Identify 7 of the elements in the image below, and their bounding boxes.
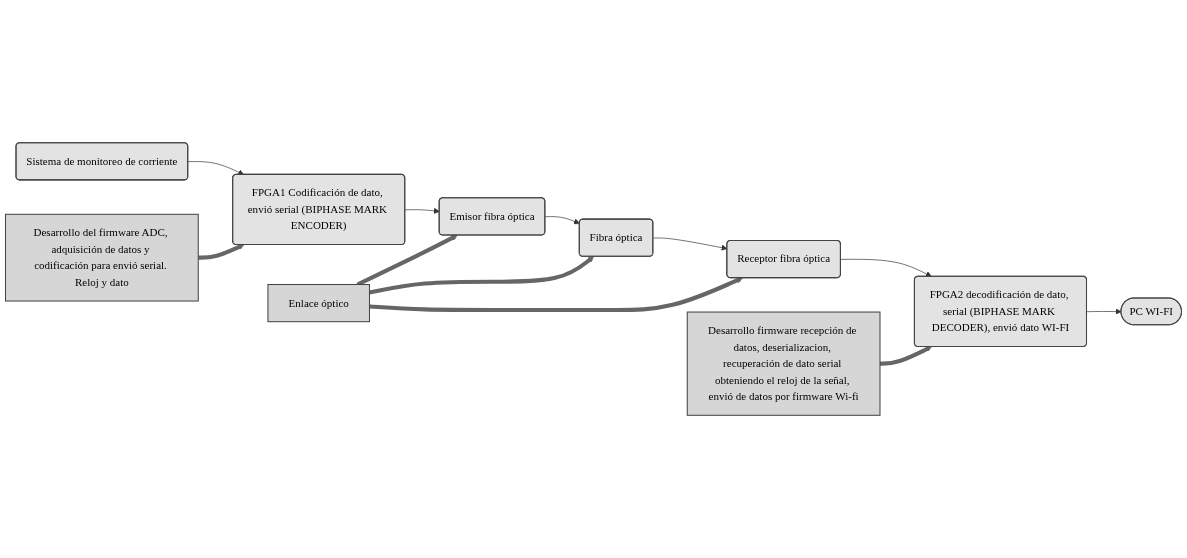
arrow: [369, 256, 594, 295]
arrow: [198, 244, 245, 260]
node-box: Desarrollo del firmware ADC, adquisición de datos y codificación para envió serial. Reloj y dato: [5, 213, 199, 302]
arrow: [369, 277, 743, 313]
node-box: Enlace óptico: [267, 284, 370, 323]
arrow: [880, 346, 932, 366]
node-box: Desarrollo firmware recepción de datos, deserializacion, recuperación de dato serial obteniendo el reloj de la señal, envió de datos por firmware Wi-fi: [686, 311, 881, 416]
